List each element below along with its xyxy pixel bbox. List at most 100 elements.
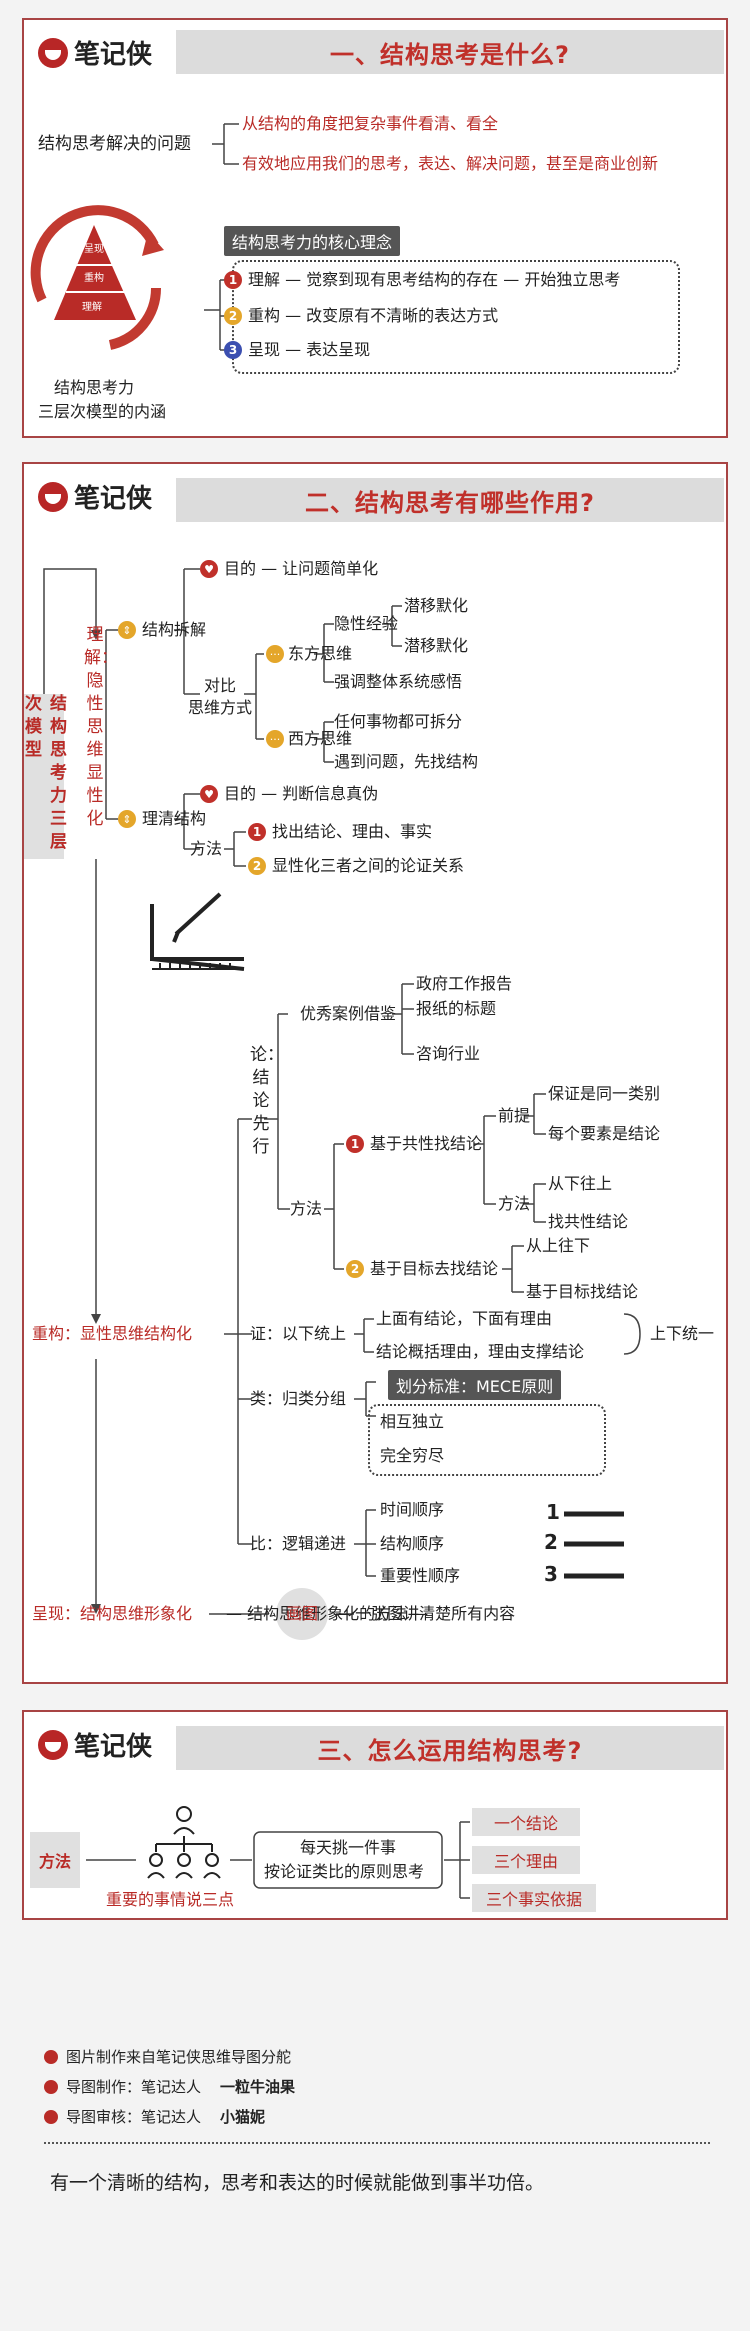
west-thinking: 西方思维 bbox=[288, 729, 353, 748]
core-item-1: 理解 — 觉察到现有思考结构的存在 — 开始独立思考 bbox=[248, 270, 621, 289]
implicit-experience: 隐性经验 bbox=[334, 614, 399, 633]
premise-item-2: 每个要素是结论 bbox=[548, 1124, 661, 1143]
present-result: — 一张图讲清楚所有内容 bbox=[334, 1604, 516, 1623]
subtle-1: 潜移默化 bbox=[404, 596, 469, 615]
case-gov-report: 政府工作报告 bbox=[416, 974, 513, 993]
holistic: 强调整体系统感悟 bbox=[334, 672, 463, 691]
footer-quote: 有一个清晰的结构，思考和表达的时候就能做到事半功倍。 bbox=[50, 2172, 545, 2194]
case-newspaper: 报纸的标题 bbox=[416, 999, 497, 1018]
method-item-1: 找出结论、理由、事实 bbox=[272, 822, 433, 841]
argue-method: 方法 bbox=[290, 1199, 323, 1218]
west-item-1: 任何事物都可拆分 bbox=[334, 712, 463, 731]
prove-item-2: 结论概括理由，理由支撑结论 bbox=[376, 1342, 585, 1361]
east-icon: ··· bbox=[266, 645, 284, 663]
problem-label: 结构思考解决的问题 bbox=[38, 134, 191, 154]
output-reasons: 三个理由 bbox=[472, 1846, 580, 1874]
goal-heart-icon: ♥ bbox=[200, 560, 218, 578]
list-num-3: 3 bbox=[544, 1562, 558, 1586]
excellent-cases: 优秀案例借鉴 bbox=[300, 1004, 397, 1023]
common-conclusion: 基于共性找结论 bbox=[370, 1134, 483, 1153]
pyramid-level-mid: 重构 bbox=[84, 273, 104, 284]
brand-mascot-icon bbox=[38, 1729, 68, 1760]
branch-struct-icon: ⇕ bbox=[118, 621, 136, 639]
problem-item-2: 有效地应用我们的思考，表达、解决问题，甚至是商业创新 bbox=[242, 154, 659, 173]
compare-line-2: 思维方式 bbox=[188, 698, 253, 717]
target-find: 基于目标找结论 bbox=[526, 1282, 639, 1301]
order-importance: 重要性顺序 bbox=[380, 1566, 461, 1585]
top-down: 从上往下 bbox=[526, 1236, 591, 1255]
brand-logo: 笔记侠 bbox=[38, 1726, 152, 1763]
model-vertical-label: 结构思考力三层次模型 bbox=[21, 694, 66, 859]
bottom-up: 从下往上 bbox=[548, 1174, 613, 1193]
daily-line-2: 按论证类比的原则思考 bbox=[264, 1862, 425, 1881]
footer-bullet-2 bbox=[44, 2080, 58, 2094]
brand-name: 笔记侠 bbox=[74, 40, 153, 70]
mece-title: 划分标准：MECE原则 bbox=[388, 1370, 562, 1400]
brand-mascot-icon bbox=[38, 37, 68, 68]
section-how-panel: 笔记侠 三、怎么运用结构思考? 方法 重要的事情说三点 每天挑一件事 按论证类比… bbox=[22, 1710, 728, 1920]
brand-mascot-icon bbox=[38, 481, 68, 512]
compare-line-1: 对比 bbox=[204, 676, 237, 695]
method-num-1: 1 bbox=[248, 823, 266, 841]
pyramid-level-base: 理解 bbox=[82, 302, 102, 313]
problem-item-1: 从结构的角度把复杂事件看清、看全 bbox=[242, 114, 499, 133]
mece-item-2: 完全穷尽 bbox=[380, 1446, 445, 1465]
premise-item-1: 保证是同一类别 bbox=[548, 1084, 661, 1103]
order-structure: 结构顺序 bbox=[380, 1534, 445, 1553]
argue-num-1: 1 bbox=[346, 1135, 364, 1153]
footer-bullet-1 bbox=[44, 2050, 58, 2064]
prove-item-1: 上面有结论，下面有理由 bbox=[376, 1309, 553, 1328]
brand-logo: 笔记侠 bbox=[38, 34, 152, 71]
daily-line-1: 每天挑一件事 bbox=[300, 1838, 397, 1857]
find-common: 找共性结论 bbox=[548, 1212, 629, 1231]
diagram-label: 画图 bbox=[286, 1604, 319, 1623]
core-num-3: 3 bbox=[224, 341, 242, 359]
footer: 图片制作来自笔记侠思维导图分舵 导图制作：笔记达人 一粒牛油果 导图审核：笔记达… bbox=[0, 2020, 750, 2320]
mece-box bbox=[368, 1404, 606, 1476]
section2-connectors bbox=[43, 568, 641, 1640]
clarify-method: 方法 bbox=[190, 839, 223, 858]
prove-label: 证：以下统上 bbox=[250, 1324, 347, 1343]
case-consulting: 咨询行业 bbox=[416, 1044, 481, 1063]
footer-author-2: 小猫妮 bbox=[220, 2108, 266, 2126]
subtle-2: 潜移默化 bbox=[404, 636, 469, 655]
core-item-2: 重构 — 改变原有不清晰的表达方式 bbox=[248, 306, 499, 325]
present-label: 呈现：结构思维形象化 bbox=[32, 1604, 193, 1623]
struct-break: 结构拆解 bbox=[142, 620, 207, 639]
goal-verify: 目的 — 判断信息真伪 bbox=[224, 784, 379, 803]
method-num-2: 2 bbox=[248, 857, 266, 875]
west-item-2: 遇到问题，先找结构 bbox=[334, 752, 479, 771]
target-conclusion: 基于目标去找结论 bbox=[370, 1259, 499, 1278]
premise: 前提 bbox=[498, 1106, 531, 1125]
method-item-2: 显性化三者之间的论证关系 bbox=[272, 856, 465, 875]
footer-author-1: 一粒牛油果 bbox=[220, 2078, 296, 2096]
three-points: 重要的事情说三点 bbox=[106, 1890, 235, 1909]
argue-num-2: 2 bbox=[346, 1260, 364, 1278]
branch-clarify-icon: ⇕ bbox=[118, 810, 136, 828]
output-facts: 三个事实依据 bbox=[472, 1884, 596, 1912]
section1-connectors bbox=[30, 123, 239, 351]
footer-credit-1: 图片制作来自笔记侠思维导图分舵 bbox=[66, 2048, 292, 2066]
brand-name: 笔记侠 bbox=[74, 484, 153, 514]
order-time: 时间顺序 bbox=[380, 1500, 445, 1519]
inner-method: 方法 bbox=[498, 1194, 531, 1213]
footer-bullet-3 bbox=[44, 2110, 58, 2124]
core-num-2: 2 bbox=[224, 307, 242, 325]
footer-divider bbox=[44, 2142, 710, 2144]
reconstruct-label: 重构：显性思维结构化 bbox=[32, 1324, 193, 1343]
logic-progression: 比：逻辑递进 bbox=[250, 1534, 347, 1553]
argue-vertical-label: 论：结论先行 bbox=[250, 1045, 284, 1157]
brand-logo: 笔记侠 bbox=[38, 478, 152, 515]
east-thinking: 东方思维 bbox=[288, 644, 353, 663]
model-caption-line-2: 三层次模型的内涵 bbox=[38, 402, 167, 421]
unify: 上下统一 bbox=[650, 1324, 715, 1343]
core-num-1: 1 bbox=[224, 271, 242, 289]
section-effects-panel: 笔记侠 二、结构思考有哪些作用? bbox=[21, 462, 728, 1684]
list-num-2: 2 bbox=[544, 1530, 558, 1554]
section-what-panel: 笔记侠 一、结构思考是什么? 结构思考解决的问题 从结构的角度把复杂事件看清、看… bbox=[22, 18, 728, 438]
method-chip: 方法 bbox=[30, 1832, 80, 1888]
west-icon: ··· bbox=[266, 730, 284, 748]
pyramid-level-top: 呈现 bbox=[84, 244, 104, 255]
section3-connectors bbox=[86, 1806, 470, 1899]
understand-vertical-label: 理解：隐性思维显性化 bbox=[84, 625, 118, 829]
